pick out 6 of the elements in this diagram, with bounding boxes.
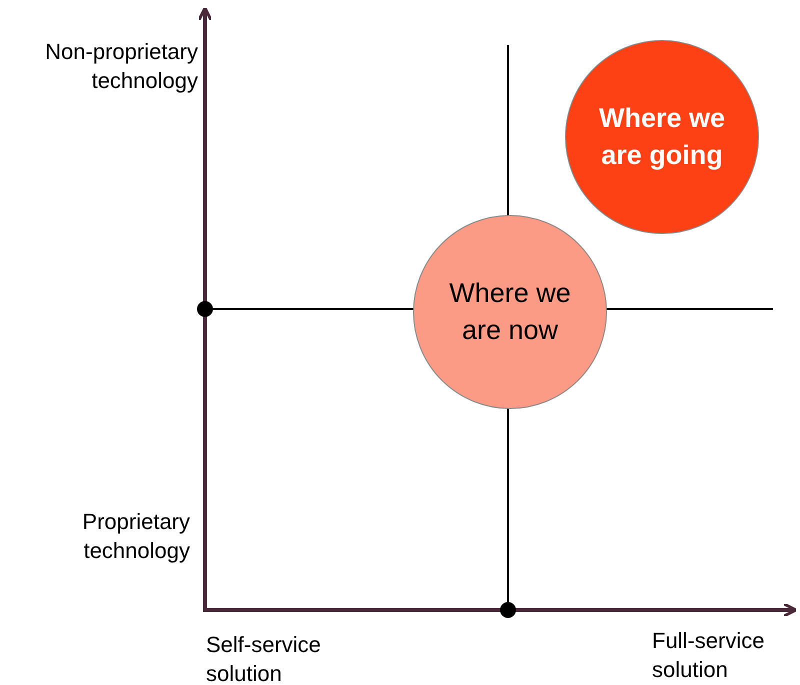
axis-label: Full-service solution [652,627,766,684]
axis-label: Self-service solution [206,631,322,685]
circle-label: Where we are now [448,277,572,347]
axis-label: Non-proprietary technology [44,38,198,95]
circle-label: Where we are going [598,102,726,172]
axis-label: Proprietary technology [81,508,190,565]
